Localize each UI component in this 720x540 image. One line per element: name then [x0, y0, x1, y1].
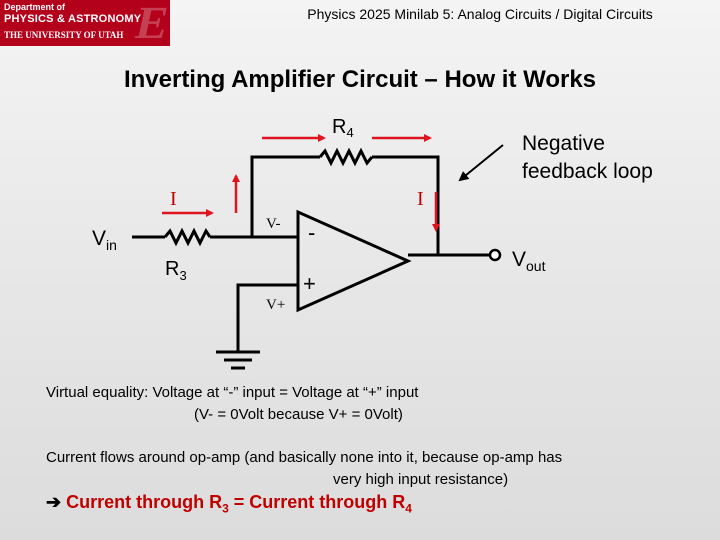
slide-title: Inverting Amplifier Circuit – How it Wor… — [123, 66, 597, 93]
right-arrow-icon: ➔ — [46, 492, 62, 512]
feedback-wire — [250, 155, 440, 255]
current-arrows — [162, 134, 440, 232]
ground-wire — [236, 283, 298, 352]
logo-line-1: Department of — [4, 2, 66, 12]
v-plus-label: V+ — [266, 297, 285, 313]
resistor-r3 — [163, 227, 212, 247]
op-amp-triangle — [296, 209, 412, 313]
current-flow-line-2: very high input resistance) — [333, 471, 509, 488]
feedback-pointer-arrow — [458, 144, 504, 182]
current-label-right: I — [417, 188, 424, 210]
feedback-label-line2: feedback loop — [522, 160, 653, 183]
current-flow-line-1: Current flows around op-amp (and basical… — [46, 449, 563, 466]
v-minus-label: V- — [266, 216, 280, 232]
university-logo: E Department of PHYSICS & ASTRONOMY THE … — [0, 0, 170, 46]
r4-label: R4 — [332, 116, 354, 140]
course-header: Physics 2025 Minilab 5: Analog Circuits … — [307, 6, 653, 22]
conclusion-statement: ➔ Current through R3 = Current through R… — [46, 492, 412, 516]
plus-input-sign: + — [303, 271, 316, 296]
r3-label: R3 — [165, 258, 187, 283]
resistor-r4 — [318, 147, 374, 167]
feedback-label-line1: Negative — [522, 132, 605, 155]
virtual-equality-line-2: (V- = 0Volt because V+ = 0Volt) — [194, 406, 403, 423]
output-terminal — [488, 248, 502, 262]
logo-line-3: THE UNIVERSITY OF UTAH — [4, 30, 124, 40]
ground-icon — [216, 350, 260, 370]
vin-label: Vin — [92, 227, 117, 253]
vout-label: Vout — [512, 248, 546, 274]
logo-line-2: PHYSICS & ASTRONOMY — [4, 13, 142, 25]
virtual-equality-line-1: Virtual equality: Voltage at “-” input =… — [46, 384, 419, 401]
current-label-left: I — [170, 188, 177, 210]
minus-input-sign: - — [308, 220, 315, 245]
